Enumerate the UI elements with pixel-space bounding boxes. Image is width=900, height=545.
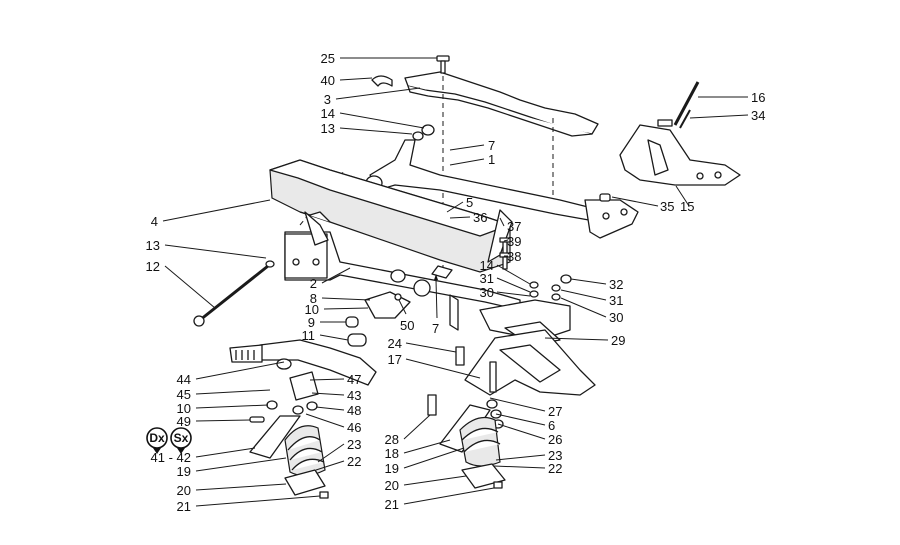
part-left-foot-peg (249, 415, 329, 499)
callout-5: 5 (466, 195, 473, 210)
callout-49: 49 (177, 414, 191, 429)
callout-31-b: 31 (609, 293, 623, 308)
part-bushing-top (421, 124, 435, 136)
part-hose-clip (371, 75, 393, 87)
callout-34: 34 (751, 108, 765, 123)
callout-39: 39 (507, 234, 521, 249)
part-side-plate-right (619, 81, 741, 186)
callout-13-top: 13 (321, 121, 335, 136)
callout-37: 37 (507, 219, 521, 234)
arrow-dx (153, 448, 161, 454)
callout-7-top: 7 (488, 138, 495, 153)
callout-27: 27 (548, 404, 562, 419)
callout-45: 45 (177, 387, 191, 402)
part-right-footrest-bracket (455, 329, 596, 429)
callout-2: 2 (310, 276, 317, 291)
badge-dx-label: Dx (149, 431, 165, 445)
callout-24: 24 (388, 336, 402, 351)
callout-50: 50 (400, 318, 414, 333)
callout-21-right: 21 (385, 497, 399, 512)
callout-10-mid: 10 (305, 302, 319, 317)
callout-47: 47 (347, 372, 361, 387)
part-long-bolt (193, 260, 275, 327)
callout-3: 3 (324, 92, 331, 107)
callout-12: 12 (146, 259, 160, 274)
callout-23-left: 23 (347, 437, 361, 452)
callout-19-right: 19 (385, 461, 399, 476)
callout-22-right: 22 (548, 461, 562, 476)
callout-46: 46 (347, 420, 361, 435)
callout-41-42: 41 - 42 (151, 450, 191, 465)
arrow-7-low (434, 274, 438, 280)
callout-18: 18 (385, 446, 399, 461)
callout-19-left: 19 (177, 464, 191, 479)
part-top-screw (436, 55, 450, 74)
callout-48: 48 (347, 403, 361, 418)
callout-22-left: 22 (347, 454, 361, 469)
callout-40: 40 (321, 73, 335, 88)
callout-29: 29 (611, 333, 625, 348)
callout-13-left: 13 (146, 238, 160, 253)
callout-9: 9 (308, 315, 315, 330)
callout-20-right: 20 (385, 478, 399, 493)
part-washer-stack (499, 237, 572, 301)
badge-sx-label: Sx (174, 431, 189, 445)
callout-10-low: 10 (177, 401, 191, 416)
part-washer-top (412, 131, 424, 141)
callout-23-right: 23 (548, 448, 562, 463)
part-top-cover-plate (404, 71, 599, 137)
callout-11: 11 (302, 328, 316, 343)
badge-dx: Dx (146, 427, 168, 449)
part-left-footrest-bracket (229, 339, 377, 423)
callout-31-a: 31 (480, 271, 494, 286)
callout-15: 15 (680, 199, 694, 214)
part-lower-cross-tube (284, 209, 521, 311)
part-cross-member-upper (365, 139, 639, 239)
callout-6: 6 (548, 418, 555, 433)
arrow-sx (177, 448, 185, 454)
callout-44: 44 (177, 372, 191, 387)
callout-26: 26 (548, 432, 562, 447)
callout-38: 38 (507, 249, 521, 264)
callout-16: 16 (751, 90, 765, 105)
callout-7-low: 7 (432, 321, 439, 336)
callout-30-b: 30 (609, 310, 623, 325)
callout-17: 17 (388, 352, 402, 367)
callout-4: 4 (151, 214, 158, 229)
callout-14-right: 14 (480, 258, 494, 273)
callout-32: 32 (609, 277, 623, 292)
callout-1: 1 (488, 152, 495, 167)
part-right-foot-peg (427, 394, 506, 489)
callout-labels: 25 40 3 14 13 7 1 4 5 36 37 39 38 13 12 … (146, 51, 766, 514)
callout-8: 8 (310, 291, 317, 306)
part-pivot-assembly (345, 265, 453, 347)
callout-36: 36 (473, 210, 487, 225)
callout-35: 35 (660, 199, 674, 214)
callout-25-top: 25 (321, 51, 335, 66)
callout-28: 28 (385, 432, 399, 447)
callout-43: 43 (347, 388, 361, 403)
callout-21-left: 21 (177, 499, 191, 514)
badge-sx: Sx (170, 427, 192, 449)
callout-20-left: 20 (177, 483, 191, 498)
part-bolt-35 (599, 193, 611, 202)
leader-lines (153, 57, 749, 507)
callout-14-top: 14 (321, 106, 335, 121)
callout-30-a: 30 (480, 285, 494, 300)
